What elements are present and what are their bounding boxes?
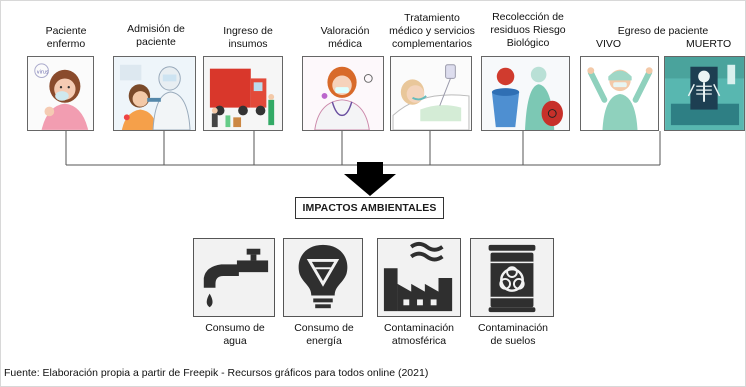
biohazard-collection-illustration xyxy=(481,56,570,131)
sick-patient-illustration: virus xyxy=(27,56,94,131)
svg-text:virus: virus xyxy=(37,70,49,76)
treatment-illustration xyxy=(390,56,472,131)
lightbulb-energy-icon xyxy=(283,238,363,317)
supply-intake-illustration xyxy=(203,56,283,131)
egreso-vivo-label: VIVO xyxy=(596,38,622,50)
egreso-title: Egreso de paciente xyxy=(617,25,709,37)
down-arrow-icon xyxy=(344,162,396,196)
discharge-alive-illustration xyxy=(580,56,659,131)
medical-assessment-illustration xyxy=(302,56,384,131)
discharge-deceased-illustration xyxy=(664,56,745,131)
factory-pollution-icon xyxy=(377,238,461,317)
biohazard-barrel-icon xyxy=(470,238,554,317)
water-faucet-icon xyxy=(193,238,275,317)
impact-title-box: IMPACTOS AMBIENTALES xyxy=(295,197,444,219)
egreso-muerto-label: MUERTO xyxy=(686,38,732,50)
source-caption: Fuente: Elaboración propia a partir de F… xyxy=(4,367,429,379)
patient-admission-illustration xyxy=(113,56,196,131)
